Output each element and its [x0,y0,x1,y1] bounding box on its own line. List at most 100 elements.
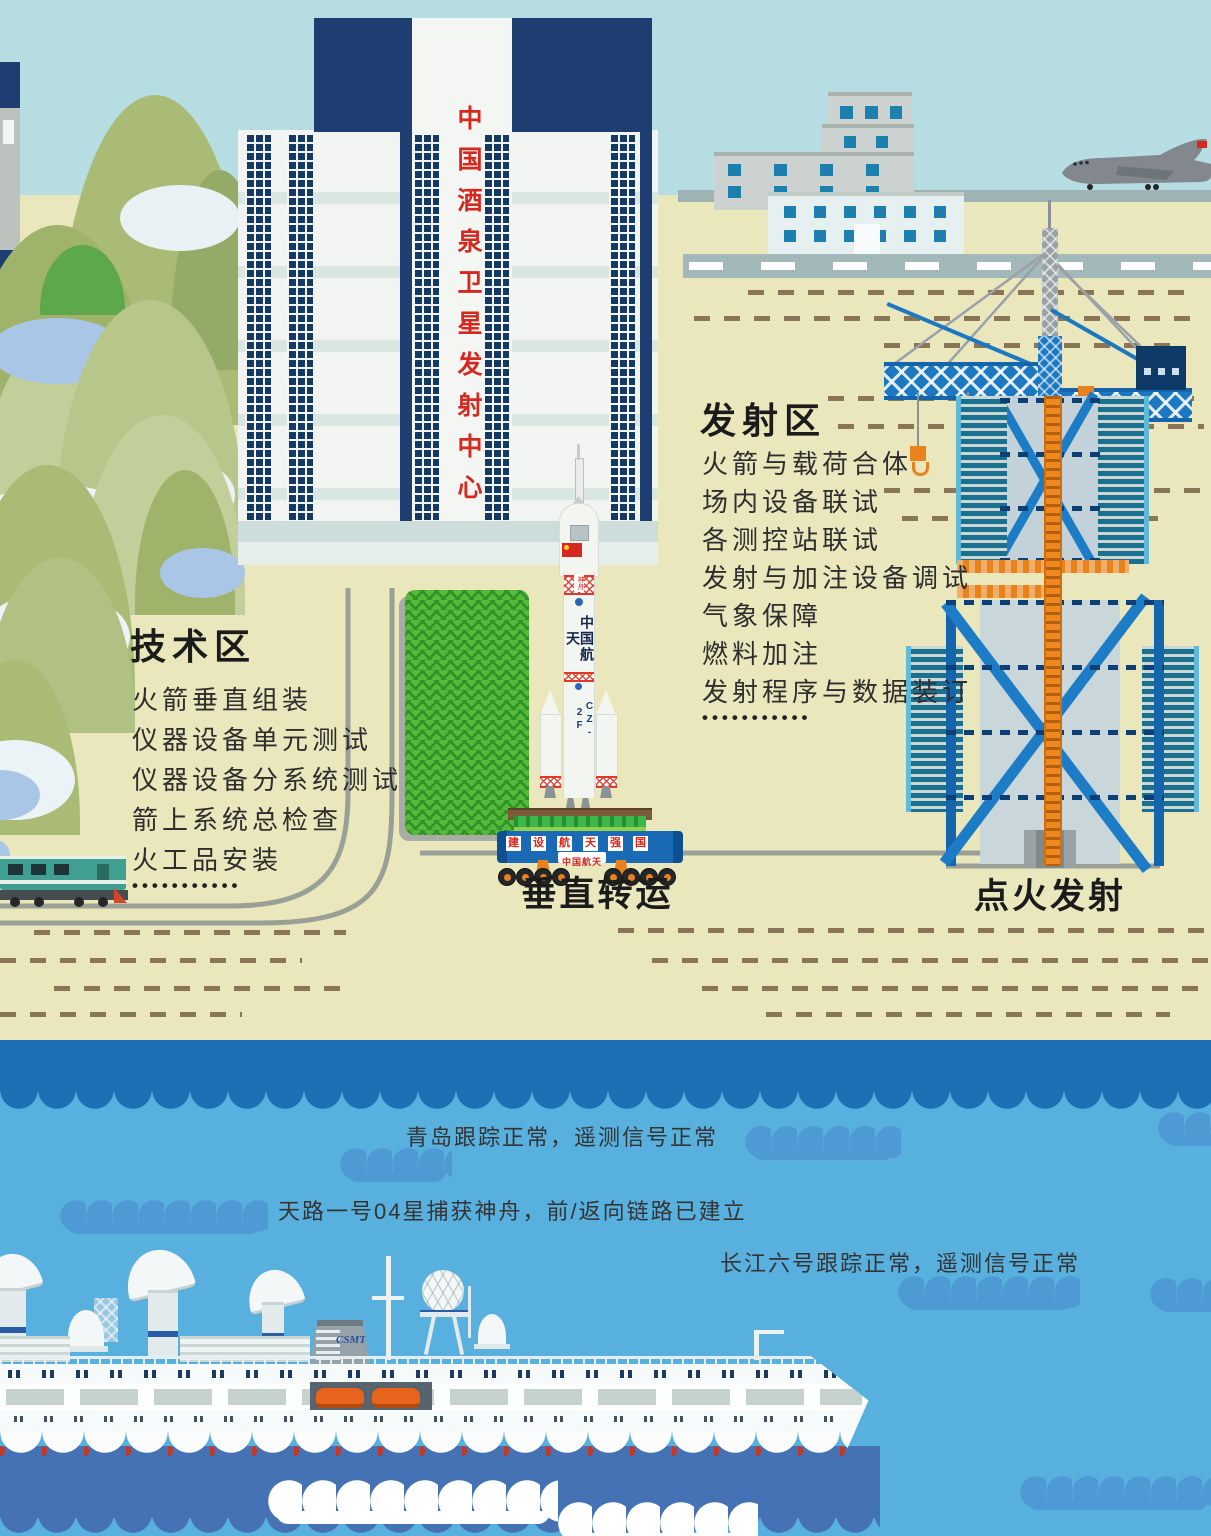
hull-band [0,1410,869,1432]
vab-lower-band [238,521,658,542]
white-wave-icon [268,1480,558,1524]
slogan-plate: 航 [557,836,572,851]
ground-dashes [766,1012,1170,1017]
wave-icon [1020,1476,1211,1510]
wheel [1153,184,1159,190]
sea-message-changjiang: 长江六号跟踪正常，遥测信号正常 [720,1251,1081,1276]
tower-lower-wing [1142,646,1199,812]
swing-arm [957,585,1049,598]
ground-dashes [0,1012,242,1017]
ground-dashes [618,928,1208,933]
launch-area-block: 发射区 火箭与载荷合体 场内设备联试 各测控站联试 发射与加注设备调试 气象保障… [700,392,1020,752]
crane-hook-assembly [908,392,929,476]
ground-dashes [0,958,302,963]
railing-posts [0,1359,869,1365]
casc-logo-icon [575,683,582,690]
core-nozzle [566,798,575,808]
pedestal-band [262,1333,284,1338]
loco-body [0,856,126,890]
casc-logo-icon [575,598,583,606]
core-nozzle [581,798,590,808]
hook-icon [912,462,929,476]
transporter-brand: 中国航天 [561,857,602,867]
launch-area-ellipsis: ••••••••••• [702,708,812,727]
slogan-plate: 强 [608,836,623,851]
wheel-hub [557,873,565,881]
booster-body [540,714,562,780]
launch-area-item: 发射与加注设备调试 [702,563,973,593]
cabin-band [0,1384,869,1410]
transporter-deck [514,816,646,830]
tech-area-ellipsis: ••••••••••• [132,876,242,895]
rocket-brand-vertical: 中国航天 [565,615,595,663]
cab-window [1144,368,1151,375]
wheel-hub [539,873,547,881]
runway-centerline [689,262,1211,270]
tech-area-block: 技术区 火箭垂直组装 仪器设备单元测试 仪器设备分系统测试 箭上系统总检查 火工… [130,618,410,918]
cloud [160,548,245,598]
vab-tower-slab [314,18,412,132]
ground-dashes [694,316,1194,321]
vab-window-grid [245,133,271,521]
wheel [516,868,534,886]
crane-mast-blue [1038,336,1062,398]
launch-area-item: 火箭与载荷合体 [702,449,913,479]
pedestal-band [0,1327,26,1333]
crane-mast-gray [1042,228,1058,340]
tech-area-item: 火箭垂直组装 [132,685,313,715]
wheel [552,868,570,886]
vab-lower-band [238,542,658,565]
tech-area-item: 箭上系统总检查 [132,805,343,835]
wheel [1145,184,1151,190]
ship-mast-yard [372,1296,404,1300]
long-window-row [6,1389,862,1405]
rail-curve [0,588,351,909]
wheel-hub [503,873,511,881]
lifeboat-recess [310,1382,432,1410]
pole-antenna [468,1286,471,1338]
vab-window-grid [483,133,509,521]
wheel-hub [521,873,529,881]
tail-flag-icon [1197,141,1207,148]
tower-side-panel [1098,396,1149,564]
crane-arm-left [884,362,1038,400]
wheel [498,868,516,886]
lifeboat-icon [372,1388,420,1408]
funnel-slats [316,1330,340,1360]
hull-scallops [0,1432,869,1462]
tech-area-item: 火工品安装 [132,845,283,875]
window-row [840,106,902,119]
radome-platform [420,1310,468,1317]
ship-dome [478,1314,506,1346]
control-building-mid [822,124,914,156]
ground-dashes [884,343,1184,348]
loco-door [97,864,109,884]
wheel [658,868,676,886]
cab-window [1172,368,1179,375]
loco-wheel [10,897,20,907]
transport-aircraft [1062,139,1211,190]
umbilical-ladder [1044,396,1062,866]
dome-base [64,1346,108,1352]
white-wave-icon [558,1502,758,1536]
core-lattice-band [564,672,594,682]
vab-pilaster [400,18,412,521]
runway [683,254,1211,278]
wheel [534,868,552,886]
wheel-hub [645,873,653,881]
sea-message-tianlu: 天路一号04星捕获神舟，前/返向链路已建立 [278,1199,747,1224]
loco-window [8,864,23,875]
slogan-char: 建 [508,837,519,849]
funnel-code: CSMTC [336,1334,374,1346]
dome-base [474,1344,510,1349]
wave-icon [898,1276,1080,1310]
loco-wheel [34,897,44,907]
slogan-char: 天 [585,837,596,849]
launch-area-item: 场内设备联试 [702,487,883,517]
vab-title-vertical: 中国酒泉卫星发射中心 [454,105,481,515]
loco-wheel [74,897,84,907]
cloud [0,840,10,870]
wheel-hub [663,873,671,881]
launch-area-item: 燃料加注 [702,639,823,669]
wheel [622,868,640,886]
